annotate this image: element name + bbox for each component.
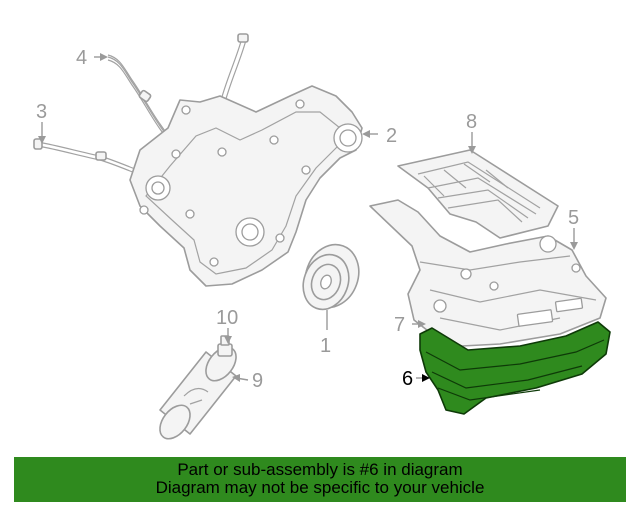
callout-7: 7 (394, 314, 405, 336)
part-8-baffle[interactable] (397, 149, 559, 239)
banner-line-1: Part or sub-assembly is #6 in diagram (177, 460, 463, 479)
info-banner: Part or sub-assembly is #6 in diagram Di… (14, 457, 626, 502)
timing-cover[interactable] (129, 85, 363, 287)
callout-2: 2 (386, 125, 397, 147)
callout-3: 3 (36, 101, 47, 123)
part-5-upper-pan[interactable] (369, 199, 607, 347)
callout-5: 5 (568, 207, 579, 229)
part-6-oil-pan[interactable] (419, 321, 611, 415)
callout-6: 6 (402, 368, 413, 390)
callout-1: 1 (320, 335, 331, 357)
leader-lines (38, 53, 578, 382)
callout-9: 9 (252, 370, 263, 392)
callout-10: 10 (216, 307, 238, 329)
banner-line-2: Diagram may not be specific to your vehi… (155, 478, 485, 497)
part-1-pulley[interactable] (296, 237, 368, 316)
callout-8: 8 (466, 111, 477, 133)
part-9-oil-filter[interactable] (154, 342, 242, 445)
parts-diagram: 1 2 3 4 5 6 7 8 9 10 (33, 33, 611, 445)
callout-4: 4 (76, 47, 87, 69)
